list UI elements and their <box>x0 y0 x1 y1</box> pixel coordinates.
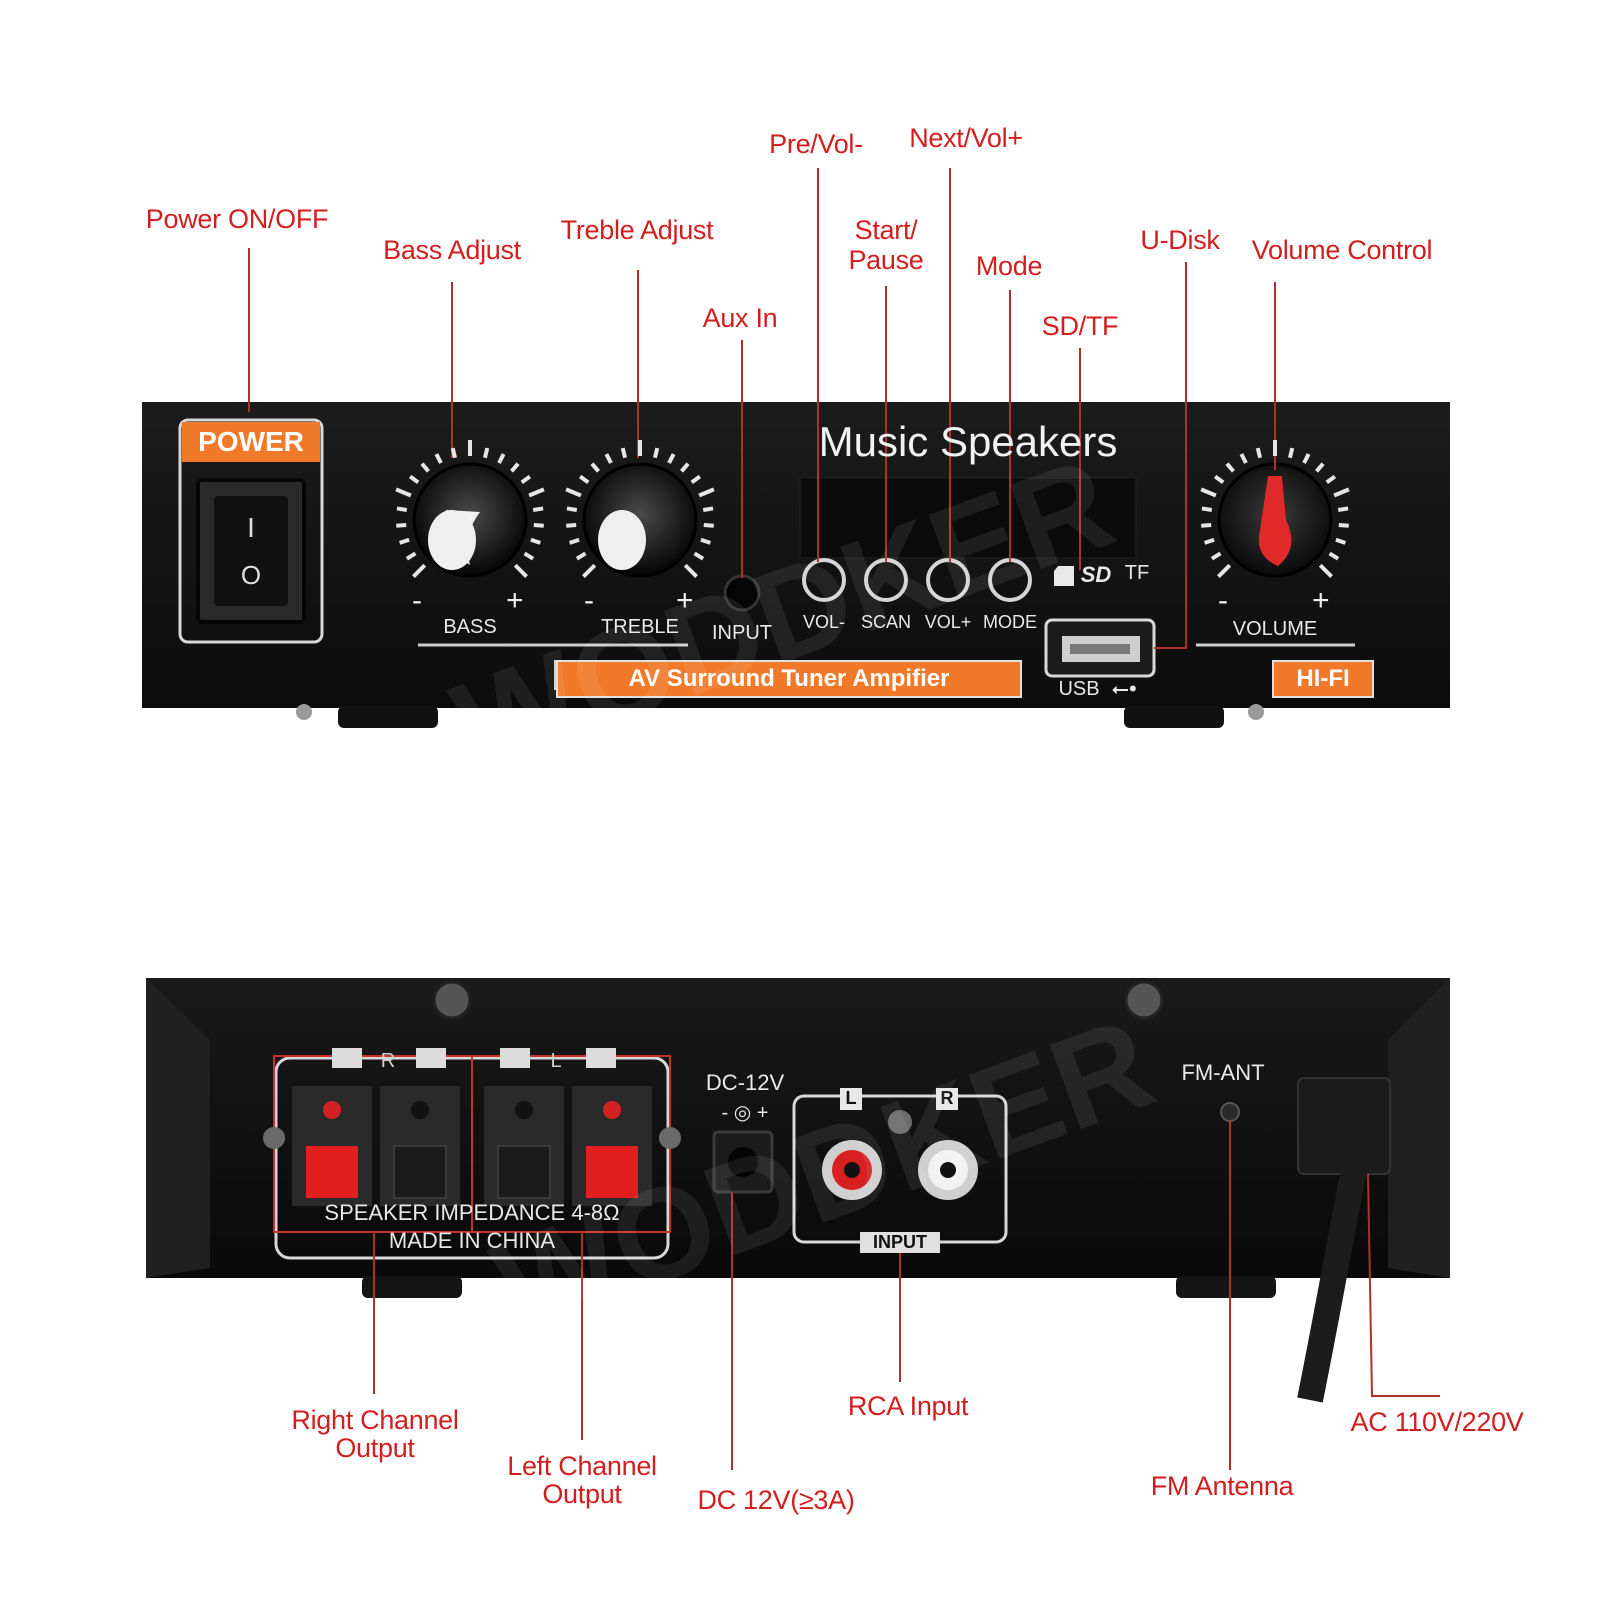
rear-bevel-left <box>146 978 210 1278</box>
terminal-left-plus[interactable] <box>572 1086 652 1206</box>
callout-next: Next/Vol+ <box>909 123 1023 153</box>
front-foot-right <box>1124 706 1224 728</box>
impedance-label: SPEAKER IMPEDANCE 4-8Ω <box>324 1200 620 1225</box>
aux-input-label: INPUT <box>712 622 772 644</box>
rear-screw-left <box>432 980 472 1020</box>
callout-right-line1: Right Channel <box>291 1405 459 1435</box>
volume-minus: - <box>1218 584 1228 617</box>
power-frame <box>178 418 324 644</box>
terminal-r-label: R <box>380 1050 396 1072</box>
button-vol-plus[interactable] <box>926 558 970 602</box>
bass-label: BASS <box>443 616 497 638</box>
power-rocker <box>214 496 288 606</box>
sd-logo: SD <box>1080 562 1112 587</box>
callout-right-line2: Output <box>335 1433 415 1463</box>
callout-start-line1: Start/ <box>854 215 918 245</box>
front-screw-right <box>1248 704 1264 720</box>
treble-label: TREBLE <box>601 616 679 638</box>
treble-minus: - <box>584 584 594 617</box>
callout-rca: RCA Input <box>847 1391 969 1421</box>
usb-icon: ⭠• <box>1111 676 1137 701</box>
callout-mode: Mode <box>975 251 1043 281</box>
callout-dc: DC 12V(≥3A) <box>697 1485 855 1515</box>
front-screw-left <box>296 704 312 720</box>
rear-screw-right <box>1124 980 1164 1020</box>
switch-on-mark: I <box>247 512 255 543</box>
ac-cord <box>1297 1167 1367 1403</box>
rca-l-marker <box>840 1088 862 1110</box>
callout-lines <box>248 168 1440 1470</box>
bass-knob[interactable] <box>412 462 528 578</box>
leader-udisk <box>1154 262 1187 649</box>
callout-left-line1: Left Channel <box>507 1451 657 1481</box>
callout-power: Power ON/OFF <box>145 204 329 234</box>
callout-sdtf: SD/TF <box>1041 311 1119 341</box>
volume-knob[interactable] <box>1217 462 1333 578</box>
callout-fm: FM Antenna <box>1150 1471 1294 1501</box>
leader-ac <box>1367 1173 1440 1397</box>
terminal-left-minus[interactable] <box>484 1086 564 1206</box>
treble-knob[interactable] <box>582 462 698 578</box>
scan-label: SCAN <box>860 612 911 632</box>
callout-volume: Volume Control <box>1251 235 1433 265</box>
mode-label: MODE <box>983 612 1037 632</box>
bass-plus: + <box>506 584 524 617</box>
rca-r-label: R <box>940 1088 954 1108</box>
terminal-right-minus[interactable] <box>380 1086 460 1206</box>
vol-plus-label: VOL+ <box>924 612 972 632</box>
terminal-right-plus[interactable] <box>292 1086 372 1206</box>
tf-label: TF <box>1124 562 1150 584</box>
terminal-l-label: L <box>550 1050 562 1072</box>
rca-screw <box>888 1110 912 1134</box>
dc-jack-hole <box>728 1147 758 1177</box>
callout-left-line2: Output <box>542 1479 622 1509</box>
power-label: POWER <box>182 422 320 462</box>
rca-l-label: L <box>845 1088 857 1108</box>
rca-right-jack[interactable] <box>918 1140 978 1200</box>
volume-label: VOLUME <box>1232 618 1318 640</box>
rca-r-marker <box>936 1088 958 1110</box>
hifi-badge: HI-FI <box>1272 660 1374 698</box>
dc-polarity-symbol: - ◎ + <box>721 1102 769 1124</box>
terminal-screw-right <box>659 1127 681 1149</box>
terminal-screw-left <box>263 1127 285 1149</box>
usb-port-tongue <box>1070 644 1130 654</box>
callout-udisk: U-Disk <box>1140 225 1220 255</box>
callout-ac: AC 110V/220V <box>1350 1407 1524 1437</box>
rear-foot-right <box>1176 1276 1276 1298</box>
callout-treble: Treble Adjust <box>560 215 714 245</box>
callout-start-line2: Pause <box>848 245 924 275</box>
rear-panel <box>146 978 1450 1403</box>
button-vol-minus[interactable] <box>802 558 846 602</box>
front-foot-left <box>338 706 438 728</box>
sd-card-icon <box>1054 566 1074 586</box>
callout-pre: Pre/Vol- <box>769 129 863 159</box>
rca-left-jack[interactable] <box>822 1140 882 1200</box>
switch-off-mark: O <box>240 560 262 590</box>
rca-input-label: INPUT <box>860 1232 940 1253</box>
amplifier-banner: AV Surround Tuner Ampifier <box>556 660 1022 698</box>
fm-antenna-socket[interactable] <box>1220 1102 1240 1122</box>
polarity-markers <box>332 1048 616 1068</box>
fm-ant-label: FM-ANT <box>1181 1060 1265 1085</box>
dc-12v-label: DC-12V <box>705 1070 785 1095</box>
rear-bevel-right <box>1388 978 1450 1278</box>
rear-foot-left <box>362 1276 462 1298</box>
bass-minus: - <box>412 584 422 617</box>
usb-label: USB <box>1058 678 1100 700</box>
callout-bass: Bass Adjust <box>383 235 521 265</box>
front-panel <box>142 402 1450 728</box>
volume-plus: + <box>1312 584 1330 617</box>
front-title: Music Speakers <box>818 418 1118 465</box>
ac-cord-plug <box>1297 1077 1391 1175</box>
vol-minus-label: VOL- <box>802 612 845 632</box>
treble-plus: + <box>676 584 694 617</box>
callout-aux: Aux In <box>702 303 778 333</box>
made-in-label: MADE IN CHINA <box>388 1228 556 1253</box>
